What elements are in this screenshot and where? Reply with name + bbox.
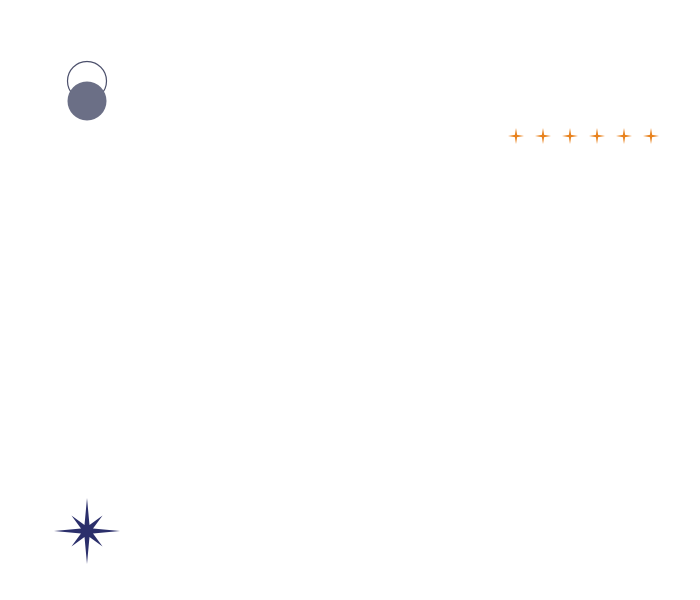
star-shape — [54, 498, 120, 564]
sparkle-row — [508, 128, 659, 144]
sparkle-icon — [616, 128, 632, 144]
sparkle-icon — [589, 128, 605, 144]
sparkle-icon — [508, 128, 524, 144]
sparkle-icon — [535, 128, 551, 144]
sparkle-icon — [562, 128, 578, 144]
sparkle-icon — [643, 128, 659, 144]
moon-phase-icon — [66, 60, 108, 121]
moon-disc — [67, 81, 107, 121]
eight-point-star-icon — [54, 498, 120, 564]
